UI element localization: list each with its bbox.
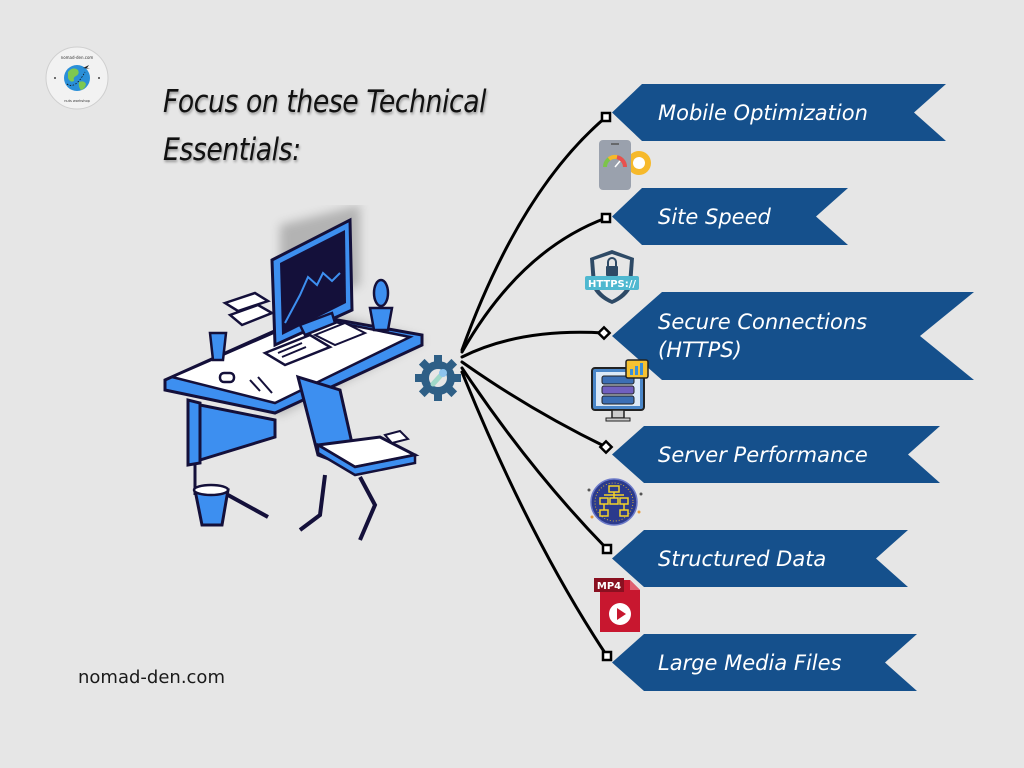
title-line-2: Essentials: xyxy=(163,132,301,168)
connector-secure-connections xyxy=(460,330,606,359)
mp4-icon-text: MP4 xyxy=(597,581,621,592)
site-logo: nomad-den.com nuts workshop xyxy=(45,46,109,110)
logo-ring-text-top: nomad-den.com xyxy=(61,55,94,60)
connector-server-performance xyxy=(460,360,608,449)
banner-structured-data: Structured Data xyxy=(612,530,908,587)
connector-large-media-files xyxy=(460,370,609,658)
connector-mobile-optimization xyxy=(460,115,608,352)
title-line-1: Focus on these Technical xyxy=(163,84,487,120)
workstation-illustration xyxy=(160,205,435,550)
https-shield-lock-icon: HTTPS:// xyxy=(582,248,642,306)
banner-label: Mobile Optimization xyxy=(658,100,868,125)
connector-node xyxy=(601,650,613,662)
logo-ring-text-bottom: nuts workshop xyxy=(64,99,90,103)
server-monitor-chart-icon xyxy=(590,358,650,424)
banner-label: Large Media Files xyxy=(658,650,842,675)
mp4-video-file-icon: MP4 xyxy=(592,576,644,634)
banner-label: Server Performance xyxy=(658,442,868,467)
structured-data-sitemap-icon xyxy=(584,472,646,532)
banner-label: Site Speed xyxy=(658,204,771,229)
banner-secure-connections: Secure Connections (HTTPS) xyxy=(612,292,974,380)
banner-large-media-files: Large Media Files xyxy=(612,634,917,691)
banner-label: Secure Connections (HTTPS) xyxy=(658,310,868,362)
banner-mobile-optimization: Mobile Optimization xyxy=(612,84,946,141)
banner-site-speed: Site Speed xyxy=(612,188,848,245)
connector-structured-data xyxy=(460,366,609,551)
mobile-speed-gear-icon xyxy=(597,139,655,191)
https-icon-text: HTTPS:// xyxy=(588,279,636,290)
connector-node xyxy=(600,111,612,123)
connector-node xyxy=(596,325,612,341)
banner-label: Structured Data xyxy=(658,546,827,571)
connector-site-speed xyxy=(460,216,608,354)
page-title: Focus on these Technical Essentials: xyxy=(163,78,524,174)
connector-node xyxy=(598,439,614,455)
gear-wrench-icon xyxy=(412,352,464,404)
connector-node xyxy=(601,543,613,555)
connector-node xyxy=(600,212,612,224)
banner-server-performance: Server Performance xyxy=(612,426,940,483)
footer-site-url: nomad-den.com xyxy=(78,667,225,688)
